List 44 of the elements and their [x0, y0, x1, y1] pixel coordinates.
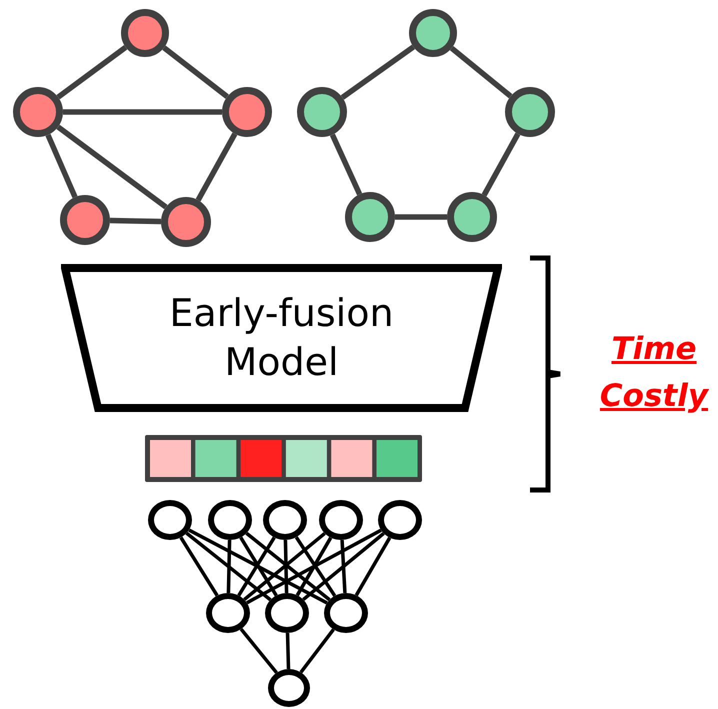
graph-node-circle	[13, 87, 63, 137]
graph-node-circle	[222, 87, 272, 137]
neuron-circle	[265, 593, 309, 633]
connector-line	[395, 214, 447, 220]
neuron-circle	[324, 593, 368, 633]
connector-line	[188, 528, 328, 604]
neuron-circle	[268, 669, 310, 707]
connector-line	[284, 540, 288, 594]
connector-line	[63, 109, 222, 115]
graph-node-circle	[161, 197, 211, 247]
graph-node-circle	[60, 195, 110, 245]
connector-line	[162, 46, 229, 99]
model-label: Early-fusion Model	[168, 290, 395, 386]
connector-line	[56, 45, 128, 100]
connector-line	[110, 218, 162, 224]
connector-line	[45, 134, 78, 198]
connector-line	[196, 132, 238, 202]
connector-line	[56, 124, 168, 210]
graph-node-circle	[447, 192, 497, 242]
graph-node-circle	[121, 9, 169, 57]
connector-line	[226, 540, 232, 594]
connector-line	[450, 46, 512, 98]
neuron-circle	[148, 500, 192, 540]
note-text: Time Costly	[598, 330, 710, 416]
neuron-circle	[378, 500, 422, 540]
graph-node-circle	[409, 9, 457, 57]
connector-line	[340, 540, 347, 594]
graph-node-circle	[505, 87, 555, 137]
connector-line	[179, 536, 219, 597]
neuron-circle	[208, 500, 252, 540]
neuron-circle	[206, 593, 250, 633]
connector-line	[340, 44, 416, 100]
connector-line	[302, 532, 385, 601]
connector-line	[354, 536, 392, 596]
connector-line	[286, 632, 290, 670]
connector-line	[185, 532, 272, 602]
connector-line	[246, 528, 382, 604]
graph-node-circle	[345, 192, 395, 242]
neuron-circle	[263, 500, 307, 540]
connector-line	[330, 134, 362, 196]
connector-line	[482, 132, 520, 196]
connector-line	[300, 628, 335, 674]
graph-node-circle	[297, 87, 347, 137]
neuron-circle	[319, 500, 363, 540]
